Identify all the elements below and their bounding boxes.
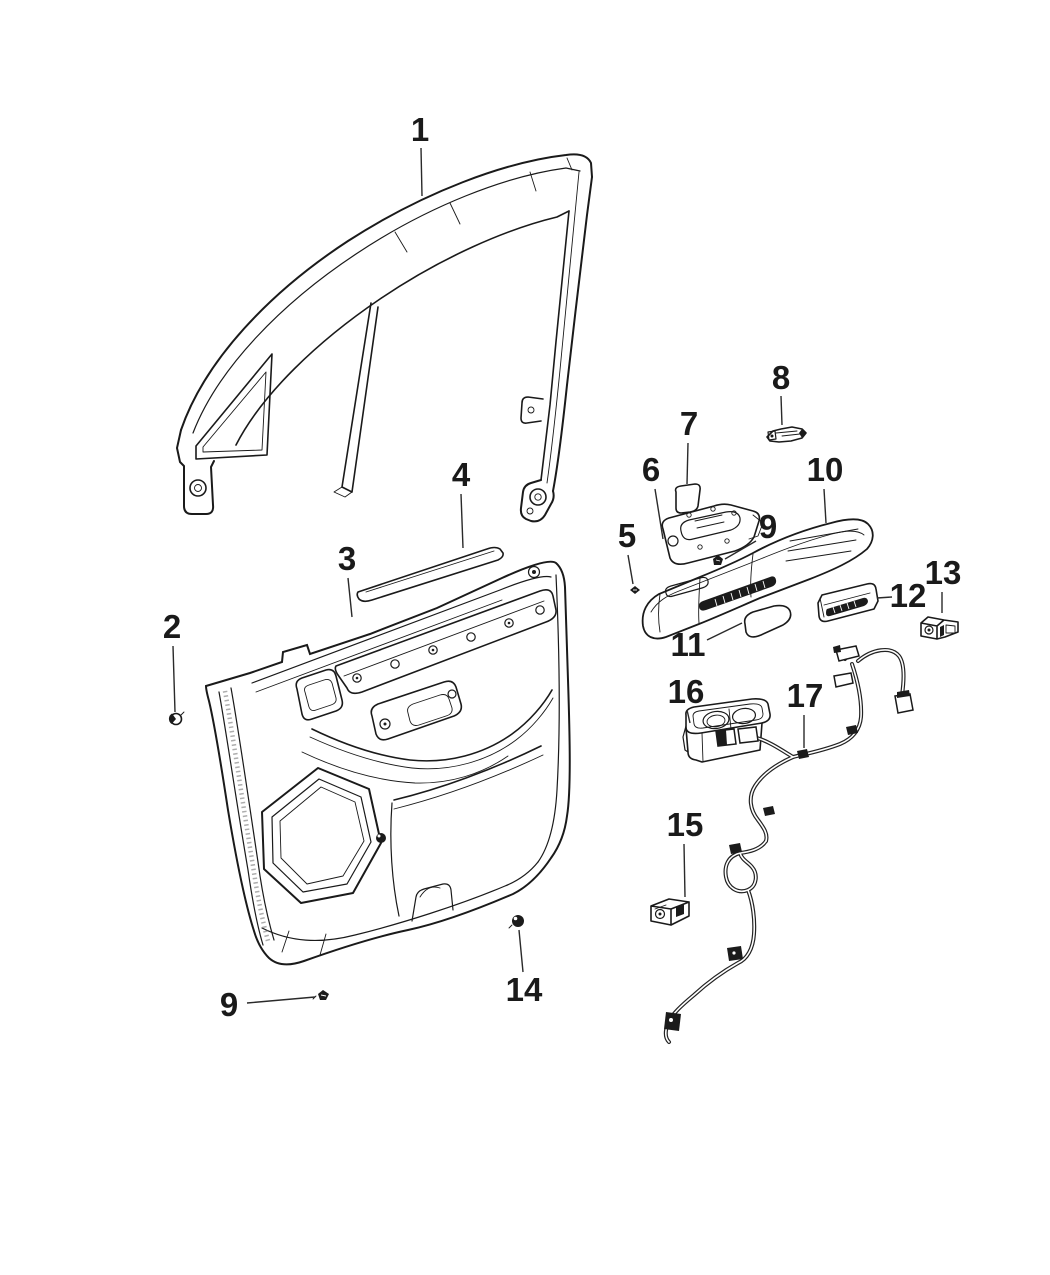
callout-8-leader: [780, 395, 783, 426]
callout-5-leader: [627, 554, 634, 585]
callout-2-label: 2: [163, 608, 181, 645]
callout-9b-label: 9: [220, 986, 238, 1023]
part-16-cup-holder-bin: [682, 698, 771, 763]
callout-7-label: 7: [680, 405, 698, 442]
part-15-switch: [650, 898, 690, 926]
callout-12-label: 12: [890, 577, 927, 614]
part-13-switch: [920, 616, 959, 640]
callout-9a-leader: [724, 540, 757, 560]
callout-5-label: 5: [618, 517, 636, 554]
callout-3-label: 3: [338, 540, 356, 577]
callout-15-leader: [683, 843, 686, 898]
callout-8-label: 8: [772, 359, 790, 396]
callout-10-leader: [823, 488, 827, 524]
part-11-armrest-pad: [743, 604, 792, 638]
part-12-pull-cup-insert: [817, 582, 879, 623]
part-17-wiring-harness: [663, 645, 914, 1044]
callout-6-label: 6: [642, 451, 660, 488]
callout-4-label: 4: [452, 456, 471, 493]
part-7-handle-bezel-cover: [674, 483, 701, 514]
callout-16-leader: [686, 709, 691, 724]
callout-16-label: 16: [668, 673, 705, 710]
callout-15-label: 15: [667, 806, 704, 843]
part-9-screw-lower: [312, 990, 329, 1000]
part-14-grommet: [508, 915, 524, 929]
callout-6-leader: [654, 488, 664, 540]
part-3-door-trim-panel: [204, 560, 571, 966]
part-2-fastener-clip: [168, 711, 185, 726]
plateau-screws: [352, 605, 545, 683]
callout-1-label: 1: [411, 111, 429, 148]
callout-10-label: 10: [807, 451, 844, 488]
callout-13-label: 13: [925, 554, 962, 591]
callout-14-label: 14: [506, 971, 543, 1008]
part-6-inside-handle-assembly: [661, 503, 764, 565]
callout-7-leader: [686, 442, 689, 485]
part-10-armrest: [641, 518, 874, 640]
callout-9b-leader: [246, 996, 316, 1004]
callout-11-leader: [706, 622, 743, 641]
callout-3-leader: [347, 577, 353, 618]
part-8-retainer-clip: [766, 426, 807, 443]
part-4-sill-trim-strip: [356, 546, 504, 603]
part-9-screw-upper: [713, 555, 723, 565]
callout-9a-label: 9: [759, 508, 777, 545]
part-5-screw: [630, 586, 640, 594]
callout-14-leader: [518, 929, 524, 973]
callout-12-leader: [876, 596, 893, 599]
callout-2-leader: [172, 645, 176, 713]
callout-1-leader: [420, 147, 423, 197]
part-1-window-frame-seal: [176, 153, 593, 523]
callout-11-label: 11: [671, 626, 706, 663]
callout-17-label: 17: [787, 677, 824, 714]
callout-4-leader: [460, 493, 464, 549]
